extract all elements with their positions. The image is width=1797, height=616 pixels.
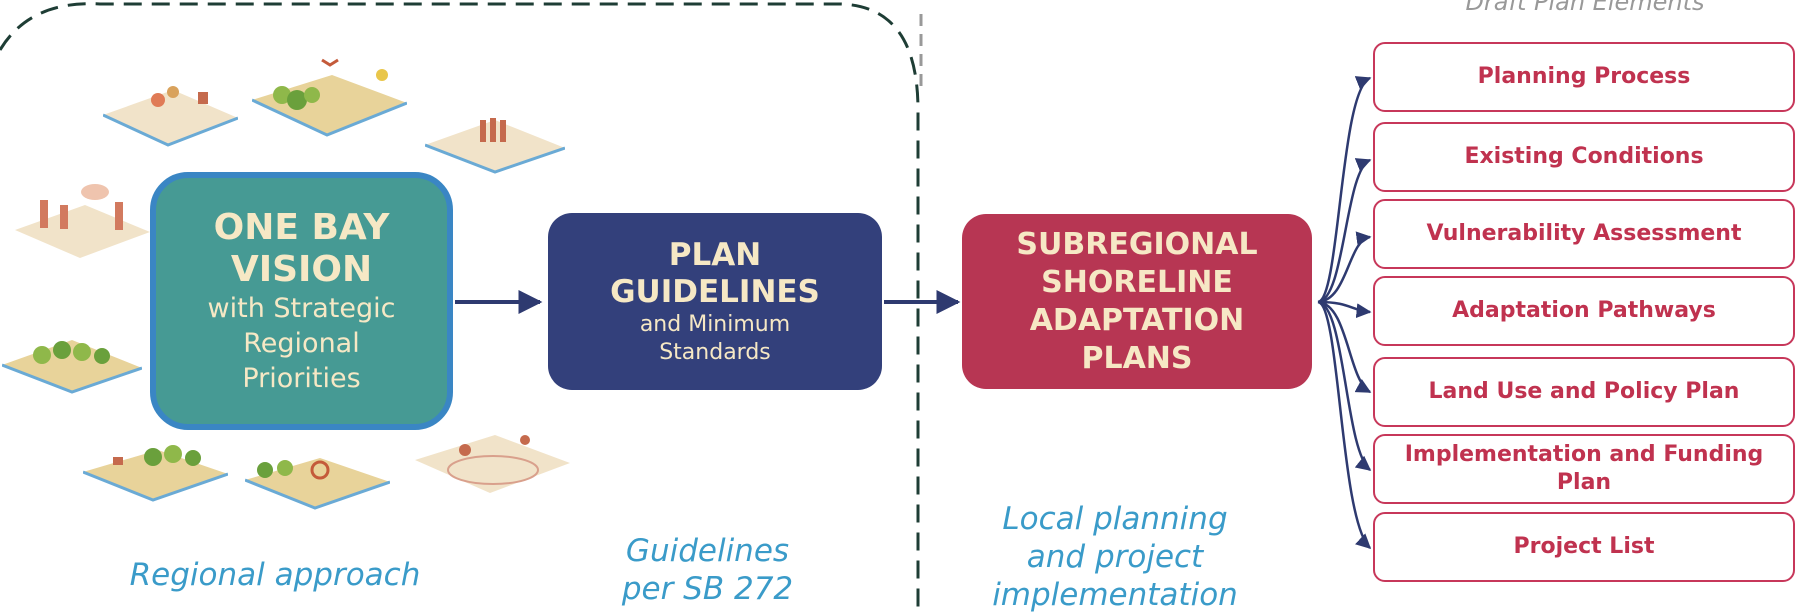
element-implementation-funding-plan: Implementation and Funding Plan bbox=[1373, 434, 1795, 504]
element-existing-conditions: Existing Conditions bbox=[1373, 122, 1795, 192]
guidelines-title: PLAN GUIDELINES bbox=[610, 236, 820, 310]
vision-title: ONE BAY VISION bbox=[213, 206, 390, 290]
guidelines-subtitle: and Minimum Standards bbox=[639, 311, 791, 365]
regional-boundary bbox=[0, 2, 920, 616]
illustration-gears-tile bbox=[102, 70, 239, 152]
illustration-village-tile bbox=[1, 320, 143, 399]
subregional-plans-box: SUBREGIONAL SHORELINE ADAPTATION PLANS bbox=[962, 214, 1312, 389]
plan-guidelines-box: PLAN GUIDELINES and Minimum Standards bbox=[548, 213, 882, 390]
caption-local-planning: Local planning and project implementatio… bbox=[992, 501, 1238, 613]
illustration-planting-tile bbox=[415, 415, 570, 499]
illustration-people-tile bbox=[424, 100, 566, 179]
vision-subtitle: with Strategic Regional Priorities bbox=[207, 292, 396, 394]
caption-guidelines-sb272: Guidelines per SB 272 bbox=[621, 533, 794, 607]
illustration-birds-tile bbox=[251, 45, 408, 144]
one-bay-vision-box: ONE BAY VISION with Strategic Regional P… bbox=[150, 172, 453, 430]
illustration-community-tile bbox=[15, 180, 150, 264]
element-project-list: Project List bbox=[1373, 512, 1795, 582]
caption-regional-approach: Regional approach bbox=[129, 557, 421, 593]
illustration-forest-tile bbox=[82, 432, 229, 506]
element-adaptation-pathways: Adaptation Pathways bbox=[1373, 276, 1795, 346]
element-vulnerability-assessment: Vulnerability Assessment bbox=[1373, 199, 1795, 269]
fan-arrows bbox=[1317, 76, 1372, 550]
element-planning-process: Planning Process bbox=[1373, 42, 1795, 112]
illustration-transit-tile bbox=[244, 440, 391, 514]
element-land-use-policy-plan: Land Use and Policy Plan bbox=[1373, 357, 1795, 427]
subregional-title: SUBREGIONAL SHORELINE ADAPTATION PLANS bbox=[1016, 226, 1258, 376]
draft-plan-elements-title: Draft Plan Elements bbox=[1465, 0, 1705, 16]
